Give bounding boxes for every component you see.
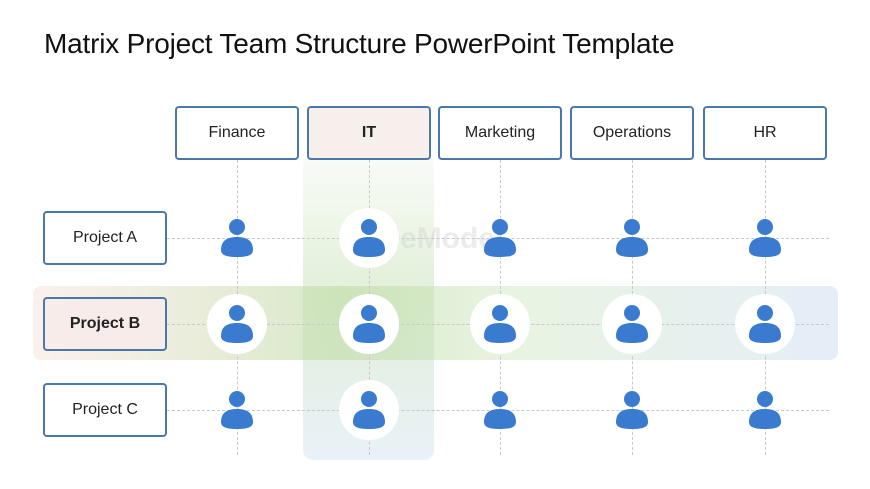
team-member-cell[interactable] — [207, 208, 267, 268]
team-member-cell[interactable] — [470, 380, 530, 440]
row-header-project-a[interactable]: Project A — [43, 211, 167, 265]
team-member-cell[interactable] — [602, 208, 662, 268]
column-header-operations[interactable]: Operations — [570, 106, 694, 160]
person-icon — [615, 390, 649, 430]
column-header-it[interactable]: IT — [307, 106, 431, 160]
highlight-row-project-b — [33, 286, 838, 360]
column-header-marketing[interactable]: Marketing — [438, 106, 562, 160]
person-icon — [615, 304, 649, 344]
person-icon — [352, 304, 386, 344]
person-icon — [483, 218, 517, 258]
person-icon — [615, 218, 649, 258]
column-header-hr[interactable]: HR — [703, 106, 827, 160]
team-member-cell[interactable] — [470, 208, 530, 268]
person-icon — [483, 390, 517, 430]
team-member-cell[interactable] — [339, 208, 399, 268]
row-header-project-c[interactable]: Project C — [43, 383, 167, 437]
person-icon — [220, 390, 254, 430]
team-member-cell[interactable] — [735, 294, 795, 354]
person-icon — [748, 390, 782, 430]
team-member-cell[interactable] — [207, 294, 267, 354]
team-member-cell[interactable] — [735, 208, 795, 268]
person-icon — [220, 304, 254, 344]
row-header-project-b[interactable]: Project B — [43, 297, 167, 351]
team-member-cell[interactable] — [602, 380, 662, 440]
team-member-cell[interactable] — [339, 380, 399, 440]
team-member-cell[interactable] — [470, 294, 530, 354]
person-icon — [352, 390, 386, 430]
column-header-finance[interactable]: Finance — [175, 106, 299, 160]
slide-title: Matrix Project Team Structure PowerPoint… — [44, 28, 675, 59]
team-member-cell[interactable] — [207, 380, 267, 440]
team-member-cell[interactable] — [602, 294, 662, 354]
team-member-cell[interactable] — [735, 380, 795, 440]
person-icon — [483, 304, 517, 344]
team-member-cell[interactable] — [339, 294, 399, 354]
person-icon — [748, 218, 782, 258]
person-icon — [220, 218, 254, 258]
person-icon — [352, 218, 386, 258]
person-icon — [748, 304, 782, 344]
